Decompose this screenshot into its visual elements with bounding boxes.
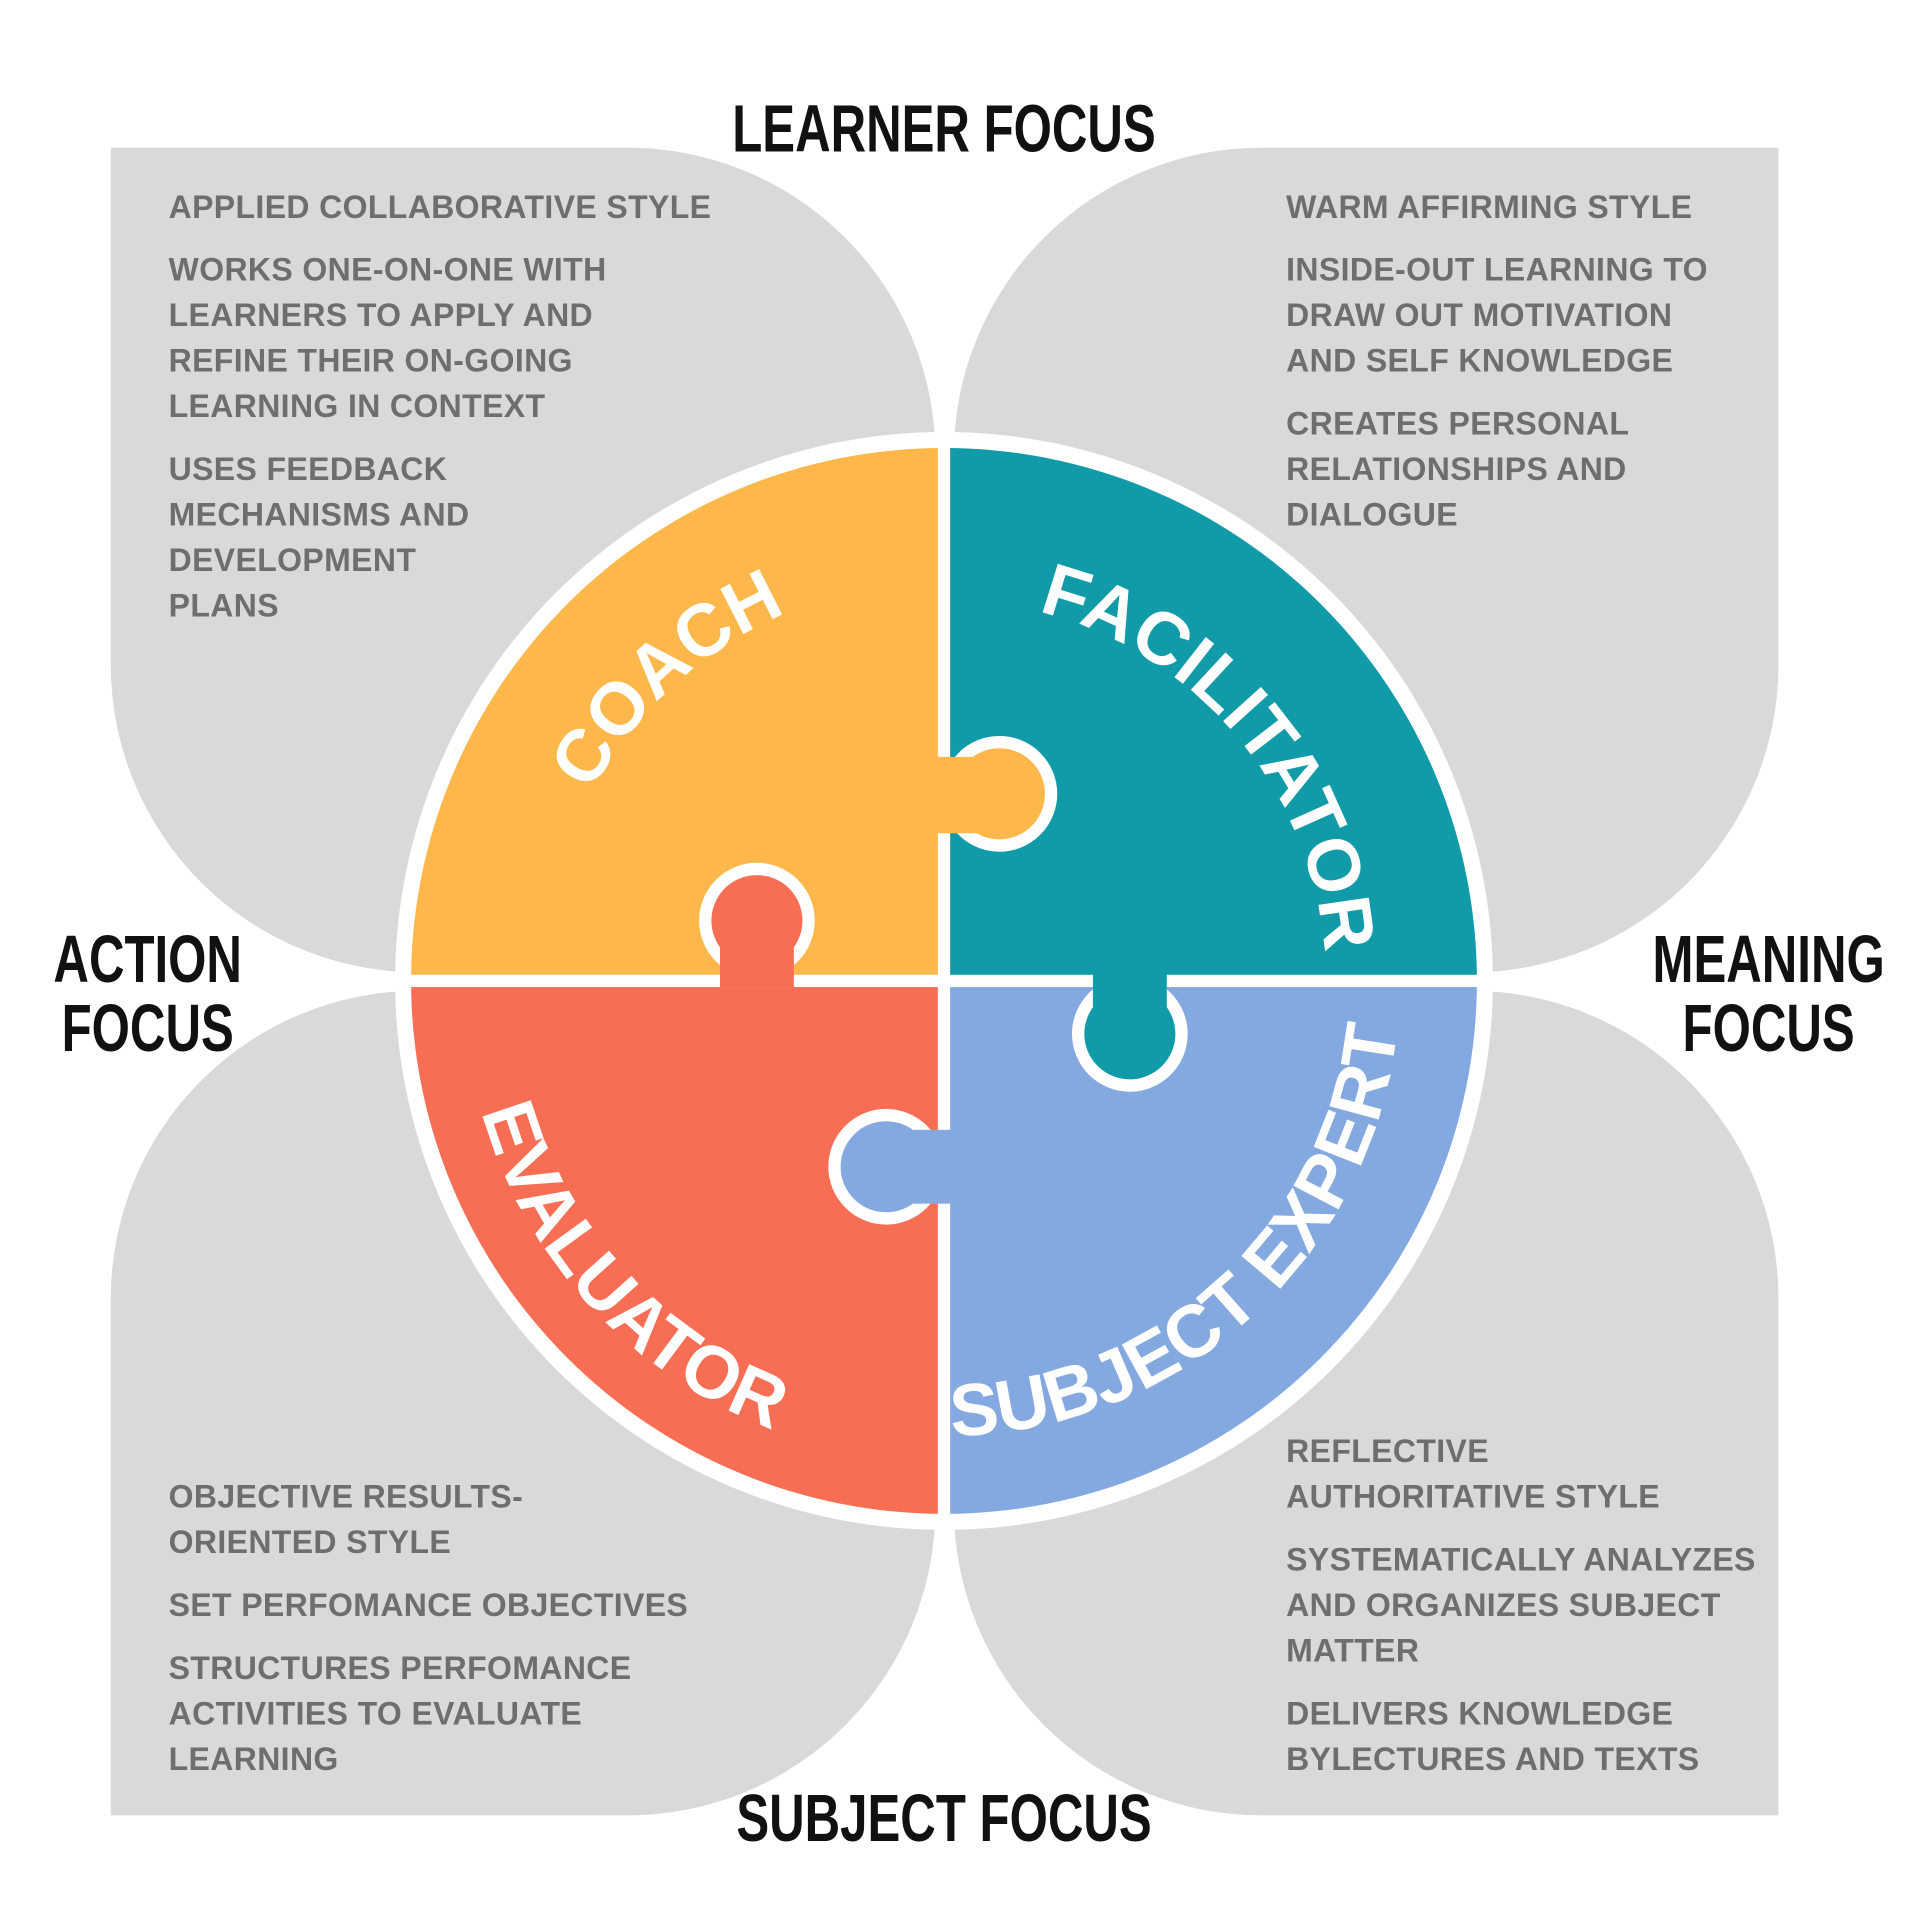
- facilitator-point: CREATES PERSONAL RELATIONSHIPS AND DIALO…: [1286, 404, 1630, 533]
- action-focus-label: ACTION FOCUS: [53, 923, 242, 1066]
- coach-point: WORKS ONE-ON-ONE WITH LEARNERS TO APPLY …: [168, 251, 607, 425]
- facilitator-description: WARM AFFIRMING STYLE INSIDE-OUT LEARNING…: [1286, 185, 1708, 555]
- subject-expert-point: REFLECTIVE AUTHORITATIVE STYLE: [1286, 1432, 1660, 1516]
- evaluator-description: OBJECTIVE RESULTS- ORIENTED STYLE SET PE…: [169, 1474, 689, 1799]
- coach-point: APPLIED COLLABORATIVE STYLE: [168, 188, 712, 226]
- evaluator-point: SET PERFOMANCE OBJECTIVES: [168, 1586, 689, 1624]
- subject-focus-label: SUBJECT FOCUS: [736, 1782, 1152, 1856]
- evaluator-point: STRUCTURES PERFOMANCE ACTIVITIES TO EVAL…: [168, 1649, 632, 1778]
- facilitator-point: WARM AFFIRMING STYLE: [1286, 188, 1693, 226]
- subject-expert-point: DELIVERS KNOWLEDGE BYLECTURES AND TEXTS: [1286, 1694, 1700, 1778]
- evaluator-point: OBJECTIVE RESULTS- ORIENTED STYLE: [168, 1478, 524, 1561]
- coach-point: USES FEEDBACK MECHANISMS AND DEVELOPMENT…: [168, 450, 470, 624]
- facilitator-point: INSIDE-OUT LEARNING TO DRAW OUT MOTIVATI…: [1286, 251, 1708, 380]
- subject-expert-description: REFLECTIVE AUTHORITATIVE STYLE SYSTEMATI…: [1286, 1429, 1756, 1799]
- meaning-focus-label: MEANING FOCUS: [1652, 923, 1885, 1066]
- subject-expert-point: SYSTEMATICALLY ANALYZES AND ORGANIZES SU…: [1286, 1540, 1756, 1669]
- puzzle-tabs: [699, 735, 1188, 1225]
- learner-focus-label: LEARNER FOCUS: [732, 92, 1156, 167]
- coach-description: APPLIED COLLABORATIVE STYLE WORKS ONE-ON…: [169, 185, 712, 647]
